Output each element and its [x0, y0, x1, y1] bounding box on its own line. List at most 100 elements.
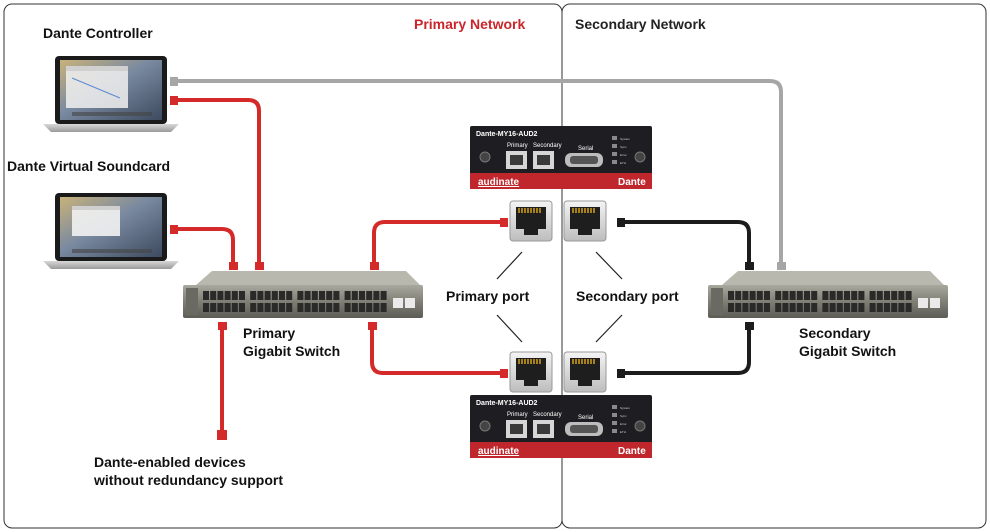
switch-port	[891, 303, 898, 312]
switch-port	[905, 303, 912, 312]
secondary-network-region	[561, 3, 987, 529]
bottom-card-serial-label: Serial	[578, 415, 593, 421]
switch-port	[311, 291, 318, 300]
dante-controller-label: Dante Controller	[43, 25, 153, 41]
top-card-led-1: System	[620, 137, 631, 141]
switch-port	[297, 303, 304, 312]
switch-port	[898, 291, 905, 300]
switch-port	[210, 291, 217, 300]
switch-port	[231, 303, 238, 312]
controller-secondary-cable	[172, 79, 783, 266]
switch-port	[844, 291, 850, 300]
switch-port	[844, 303, 850, 312]
switch-port	[264, 303, 271, 312]
switch-port	[775, 303, 782, 312]
switch-port	[905, 291, 912, 300]
non-redundant-devices-line2: without redundancy support	[94, 472, 283, 488]
switch-port	[756, 303, 763, 312]
switch-port	[224, 291, 231, 300]
switch-port	[782, 303, 789, 312]
switch-port	[344, 303, 351, 312]
switch-port	[333, 303, 340, 312]
top-card-primary-port-label: Primary	[507, 143, 528, 149]
switch-port	[311, 303, 318, 312]
switch-port	[217, 291, 224, 300]
switch-port	[250, 291, 257, 300]
non-redundant-devices-line1: Dante-enabled devices	[94, 454, 246, 470]
switch-port	[764, 291, 770, 300]
switch-port	[898, 303, 905, 312]
top-dante-card: Dante-MY16-AUD2 Primary Secondary Serial…	[470, 126, 652, 189]
switch-port	[203, 291, 209, 300]
switch-port	[203, 303, 209, 312]
switch-port	[796, 291, 803, 300]
switch-port	[804, 291, 810, 300]
switch-port	[286, 303, 293, 312]
bottom-dante-card: Dante-MY16-AUD2 Primary Secondary Serial…	[470, 395, 652, 458]
switch-port	[279, 291, 285, 300]
switch-port	[891, 291, 898, 300]
switch-port	[884, 303, 890, 312]
switch-port	[728, 291, 734, 300]
top-card-brand-left: audinate	[478, 177, 520, 188]
switch-port	[319, 303, 325, 312]
switch-port	[286, 291, 293, 300]
switch-port	[735, 291, 742, 300]
switch-port	[366, 303, 373, 312]
bottom-primary-ethernet-port-icon	[509, 351, 553, 393]
switch-port	[811, 291, 818, 300]
bottom-card-brand-right: Dante	[618, 446, 646, 457]
switch-port	[829, 291, 836, 300]
bottom-card-led-3: Error	[620, 422, 627, 426]
switch-port	[319, 291, 325, 300]
switch-port	[728, 303, 734, 312]
primary-switch-label-line2: Gigabit Switch	[243, 343, 341, 359]
switch-port	[829, 303, 836, 312]
switch-port	[351, 303, 358, 312]
bottom-card-primary-cable	[370, 325, 506, 375]
cable-connectors	[170, 77, 786, 440]
switch-port	[326, 291, 333, 300]
top-card-model: Dante-MY16-AUD2	[476, 131, 538, 138]
switch-port	[304, 303, 311, 312]
switch-port	[822, 303, 829, 312]
switch-port	[775, 291, 782, 300]
top-secondary-ethernet-port-icon	[563, 200, 607, 242]
switch-port	[373, 291, 380, 300]
primary-switch-label: Primary Gigabit Switch	[243, 324, 340, 360]
top-card-primary-cable	[372, 220, 506, 266]
top-card-led-3: Error	[620, 153, 627, 157]
switch-port	[297, 291, 304, 300]
secondary-switch-icon	[708, 271, 948, 318]
switch-port	[271, 291, 278, 300]
switch-port	[749, 303, 756, 312]
switch-port	[804, 303, 810, 312]
switch-port	[380, 291, 387, 300]
switch-port	[858, 303, 865, 312]
switch-port	[326, 303, 333, 312]
switch-port	[822, 291, 829, 300]
top-card-serial-label: Serial	[578, 146, 593, 152]
switch-port	[250, 303, 257, 312]
primary-network-title: Primary Network	[414, 16, 526, 32]
switch-port	[836, 303, 843, 312]
switch-port	[764, 303, 770, 312]
switch-port	[811, 303, 818, 312]
switch-port	[239, 303, 245, 312]
switch-port	[851, 303, 858, 312]
switch-port	[876, 303, 883, 312]
top-card-led-4: ETH	[620, 161, 626, 165]
bottom-card-secondary-cable	[619, 326, 751, 375]
switch-port	[239, 291, 245, 300]
switch-port	[373, 303, 380, 312]
switch-port	[756, 291, 763, 300]
switch-port	[749, 291, 756, 300]
primary-switch-icon	[183, 271, 423, 318]
top-primary-ethernet-port-icon	[509, 200, 553, 242]
switch-port	[735, 303, 742, 312]
switch-port	[782, 291, 789, 300]
bottom-card-led-2: Sync	[620, 414, 627, 418]
switch-port	[359, 291, 365, 300]
switch-port	[217, 303, 224, 312]
